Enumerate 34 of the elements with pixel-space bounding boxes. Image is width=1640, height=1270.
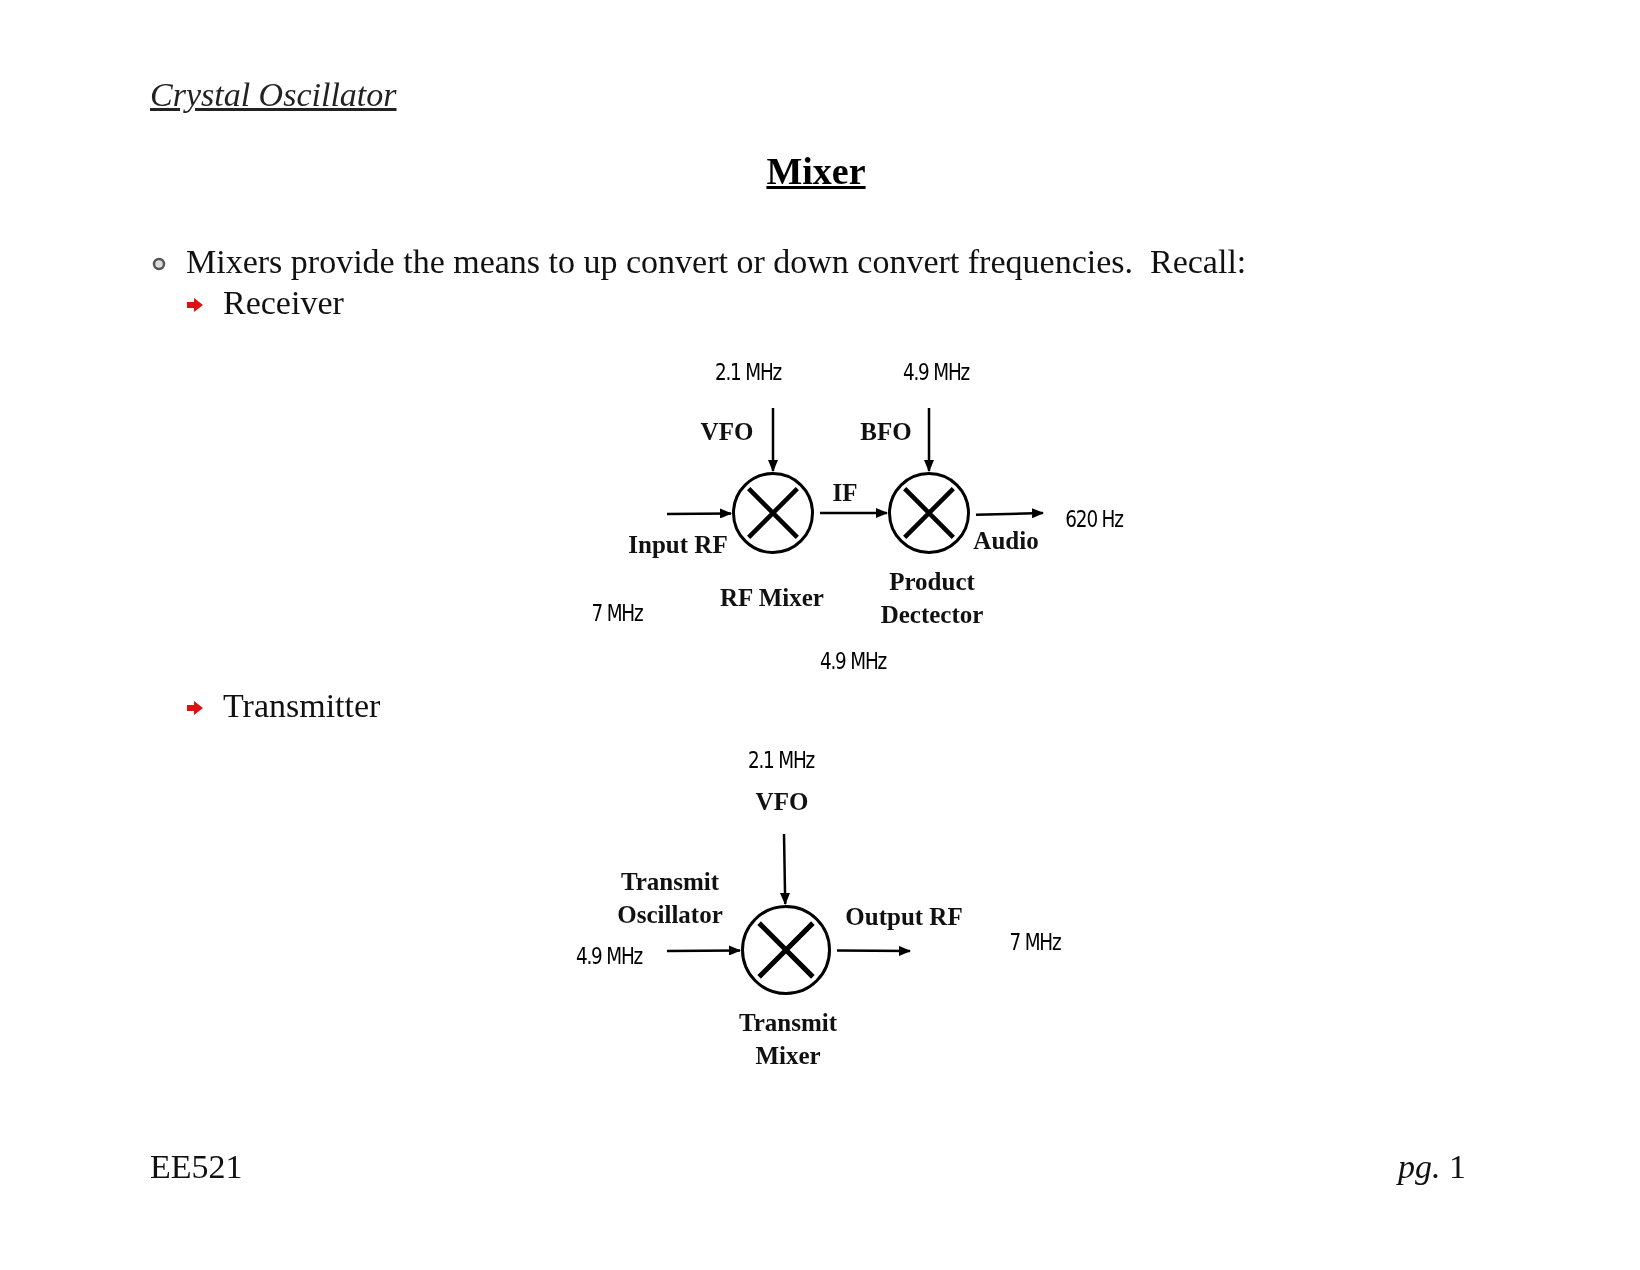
mixer-label: Product Dectector bbox=[879, 566, 985, 629]
edge-label: Output RF bbox=[845, 901, 963, 932]
edge-label: Audio bbox=[973, 525, 1039, 556]
frequency-label: 7 MHz bbox=[591, 600, 643, 626]
footer-text: EE521 bbox=[150, 1148, 243, 1186]
edge-label: VFO bbox=[755, 786, 809, 817]
frequency-label: 7 MHz bbox=[1009, 929, 1061, 955]
mixer-label: RF Mixer bbox=[720, 582, 824, 613]
arrow bbox=[768, 408, 778, 472]
arrow bbox=[820, 508, 888, 518]
arrow bbox=[837, 945, 911, 956]
edge-label: VFO bbox=[700, 416, 754, 447]
bullet-text: Mixers provide the means to up convert or down convert frequencies. Recall: bbox=[186, 243, 1247, 281]
heading-link: Crystal Oscillator bbox=[150, 76, 397, 114]
footer-text: pg. 1 bbox=[1398, 1148, 1466, 1186]
arrow bbox=[667, 945, 741, 956]
arrow bbox=[924, 408, 934, 472]
arrow bbox=[780, 833, 790, 905]
mixer-label: Transmit Mixer bbox=[737, 1007, 839, 1070]
frequency-label: 2.1 MHz bbox=[714, 359, 782, 385]
bullet-text: Transmitter bbox=[223, 687, 381, 725]
frequency-label: 4.9 MHz bbox=[902, 359, 970, 385]
edge-label: BFO bbox=[860, 416, 912, 447]
page-title: Mixer bbox=[766, 149, 866, 193]
arrow bbox=[975, 508, 1044, 519]
edge-label: IF bbox=[832, 477, 858, 508]
frequency-label: 4.9 MHz bbox=[575, 943, 643, 969]
frequency-label: 4.9 MHz bbox=[819, 648, 887, 674]
bullet-text: Receiver bbox=[223, 284, 344, 322]
edge-label: Transmit Oscillator bbox=[616, 866, 724, 929]
edge-label: Input RF bbox=[628, 529, 728, 560]
frequency-label: 2.1 MHz bbox=[747, 747, 815, 773]
frequency-label: 620 Hz bbox=[1065, 506, 1123, 532]
arrow bbox=[667, 508, 732, 519]
